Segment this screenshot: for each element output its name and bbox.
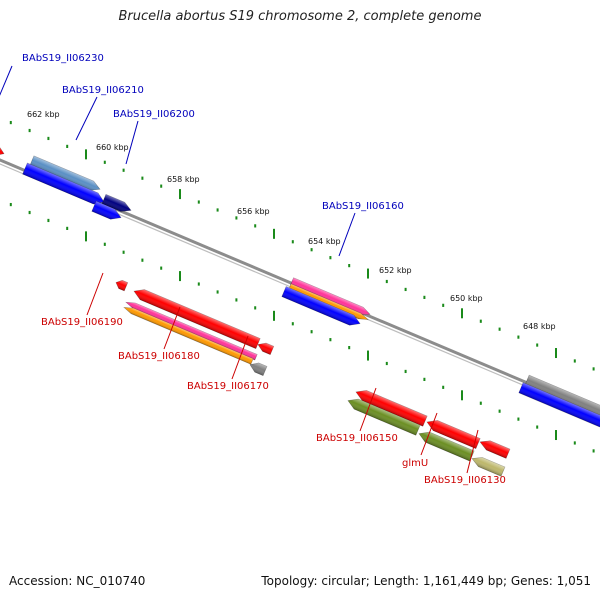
gene-shading bbox=[22, 163, 105, 204]
label-leader-line bbox=[338, 212, 356, 257]
gene-features bbox=[0, 137, 600, 477]
gene-feature bbox=[518, 382, 600, 428]
gene-shading bbox=[126, 302, 258, 360]
label-leader-line bbox=[420, 412, 438, 456]
gene-feature bbox=[101, 193, 132, 212]
gene-feature bbox=[0, 137, 5, 157]
gene-shading bbox=[257, 343, 274, 355]
genome-summary-text: Topology: circular; Length: 1,161,449 bp… bbox=[261, 574, 591, 588]
gene-label: BAbS19_II06130 bbox=[424, 475, 506, 486]
gene-feature bbox=[257, 342, 275, 356]
gene-shading bbox=[249, 362, 267, 376]
label-leader-line bbox=[86, 272, 104, 316]
ruler-kbp-label: 660 kbp bbox=[96, 143, 129, 152]
gene-shading bbox=[116, 280, 128, 291]
gene-shading bbox=[124, 307, 254, 365]
gene-shading bbox=[471, 457, 505, 477]
label-leader-line bbox=[231, 335, 249, 380]
gene-feature bbox=[524, 374, 600, 418]
gene-shading bbox=[518, 382, 600, 427]
gene-feature bbox=[91, 200, 122, 220]
gene-feature bbox=[125, 301, 258, 361]
ruler-kbp-label: 658 kbp bbox=[167, 175, 200, 184]
gene-shading bbox=[102, 194, 132, 212]
ruler-kbp-label: 648 kbp bbox=[523, 322, 556, 331]
map-title: Brucella abortus S19 chromosome 2, compl… bbox=[118, 9, 482, 24]
ruler-outer bbox=[9, 120, 595, 371]
gene-label: BAbS19_II06160 bbox=[322, 201, 404, 212]
gene-feature bbox=[133, 289, 261, 350]
gene-body bbox=[0, 137, 5, 157]
gene-feature bbox=[249, 362, 268, 377]
ruler-kbp-label: 652 kbp bbox=[379, 266, 412, 275]
gene-feature bbox=[290, 277, 371, 315]
gene-shading bbox=[419, 432, 475, 462]
gene-label: BAbS19_II06230 bbox=[22, 53, 104, 64]
gene-label: BAbS19_II06150 bbox=[316, 433, 398, 444]
gene-shading bbox=[479, 440, 510, 459]
gene-shading bbox=[524, 375, 600, 417]
label-leader-line bbox=[0, 65, 13, 96]
label-leader-lines bbox=[0, 65, 479, 474]
label-leader-line bbox=[359, 387, 377, 432]
gene-label: BAbS19_II06200 bbox=[113, 109, 195, 120]
gene-label: BAbS19_II06210 bbox=[62, 85, 144, 96]
accession-text: Accession: NC_010740 bbox=[9, 574, 146, 588]
gene-shading bbox=[347, 399, 421, 436]
gene-label: BAbS19_II06190 bbox=[41, 317, 123, 328]
gene-feature bbox=[471, 457, 506, 477]
gene-feature bbox=[347, 398, 421, 436]
gene-labels: BAbS19_II06230BAbS19_II06210BAbS19_II062… bbox=[22, 53, 506, 486]
gene-shading bbox=[288, 283, 368, 320]
gene-shading bbox=[91, 201, 122, 220]
gene-shading bbox=[426, 420, 481, 449]
gene-shading bbox=[30, 155, 100, 191]
gene-feature bbox=[123, 307, 254, 365]
gene-shading bbox=[281, 286, 361, 326]
ruler-kbp-label: 654 kbp bbox=[308, 237, 341, 246]
label-leader-line bbox=[163, 306, 181, 350]
gene-label: glmU bbox=[402, 458, 428, 469]
ruler-kbp-label: 650 kbp bbox=[450, 294, 483, 303]
label-leader-line bbox=[466, 429, 479, 474]
ruler-kbp-label: 662 kbp bbox=[27, 110, 60, 119]
gene-feature bbox=[355, 390, 428, 427]
gene-feature bbox=[281, 286, 361, 326]
gene-feature bbox=[29, 155, 101, 191]
label-leader-line bbox=[125, 120, 139, 165]
gene-shading bbox=[133, 289, 261, 349]
gene-feature bbox=[479, 440, 511, 459]
ruler-kbp-labels: 662 kbp 660 kbp 658 kbp 656 kbp 654 kbp 652 k… bbox=[27, 110, 556, 331]
gene-label: BAbS19_II06170 bbox=[187, 381, 269, 392]
gene-shading bbox=[290, 277, 370, 315]
gene-label: BAbS19_II06180 bbox=[118, 351, 200, 362]
ruler-inner bbox=[9, 202, 595, 453]
gene-feature bbox=[418, 431, 475, 462]
gene-shading bbox=[355, 390, 428, 427]
gene-feature bbox=[426, 420, 481, 450]
label-leader-line bbox=[75, 96, 98, 141]
gene-feature bbox=[115, 279, 129, 292]
ruler-kbp-label: 656 kbp bbox=[237, 207, 270, 216]
